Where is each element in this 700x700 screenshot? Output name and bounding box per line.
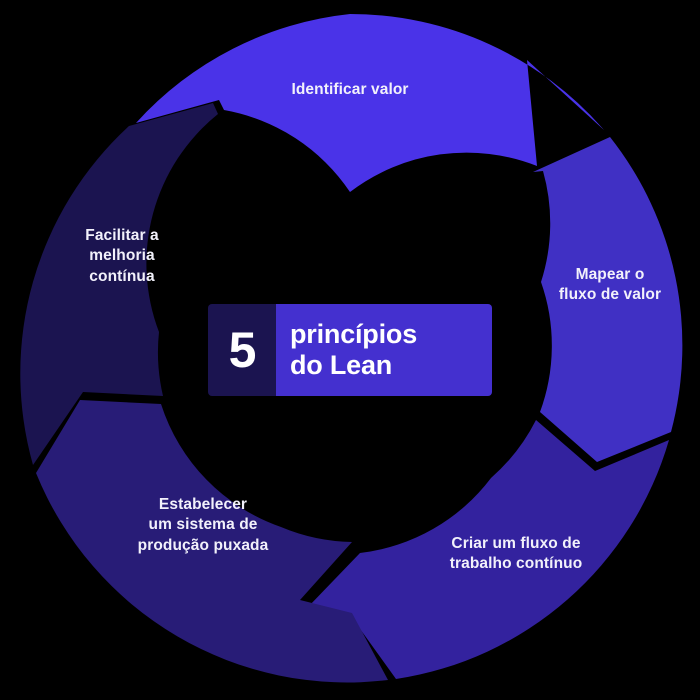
segment-identificar-valor-shape[interactable] bbox=[136, 13, 604, 192]
badge-title-line-2: do Lean bbox=[290, 350, 393, 380]
wheel-segments bbox=[20, 13, 683, 683]
segment-facilitar-melhoria-shape[interactable] bbox=[20, 103, 219, 465]
segment-criar-fluxo-trabalho-shape[interactable] bbox=[308, 420, 669, 679]
badge-title-line-1: princípios bbox=[290, 319, 418, 350]
badge-text-box: princípios do Lean bbox=[276, 304, 492, 396]
badge-number: 5 bbox=[228, 322, 257, 378]
segment-mapear-fluxo-shape[interactable] bbox=[533, 137, 683, 462]
badge-number-box: 5 bbox=[208, 304, 276, 396]
segment-estabelecer-sistema-shape[interactable] bbox=[36, 400, 388, 683]
center-title-badge: 5 princípios do Lean bbox=[208, 304, 492, 396]
